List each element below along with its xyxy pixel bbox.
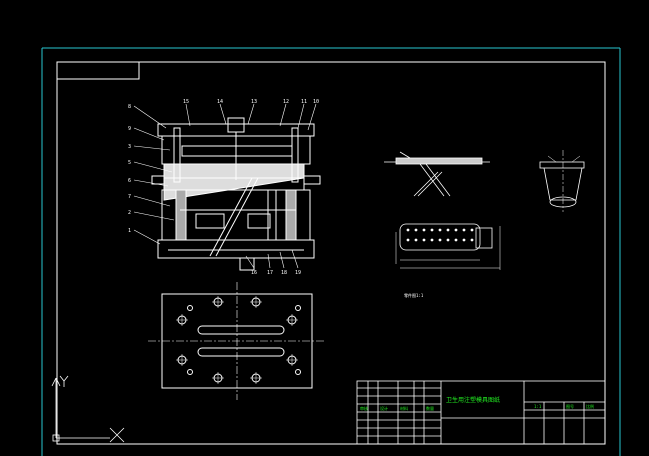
inner-border <box>56 61 606 445</box>
cell-review: 审核 <box>360 405 368 411</box>
balloon-10: 10 <box>313 99 319 105</box>
balloon-18: 18 <box>281 270 287 276</box>
balloon-13: 13 <box>251 99 257 105</box>
cell-scale-value: 1:1 <box>534 404 542 409</box>
cell-material: 材料 <box>400 405 408 411</box>
cell-quantity: 数量 <box>426 405 434 411</box>
title-block[interactable] <box>356 380 606 445</box>
balloon-2: 2 <box>128 210 131 216</box>
outer-frame <box>41 47 621 456</box>
part-plan-view[interactable] <box>395 223 501 270</box>
balloon-9: 9 <box>128 126 131 132</box>
balloon-7: 7 <box>128 194 131 200</box>
balloon-5: 5 <box>128 160 131 166</box>
balloon-16: 16 <box>251 270 257 276</box>
balloon-11: 11 <box>301 99 307 105</box>
balloon-1: 1 <box>128 228 131 234</box>
mold-plan-view[interactable] <box>148 282 326 400</box>
balloon-8: 8 <box>128 104 131 110</box>
balloon-labels-top: 15 14 13 12 11 10 <box>183 99 319 105</box>
balloon-15: 15 <box>183 99 189 105</box>
balloon-17: 17 <box>267 270 273 276</box>
balloon-12: 12 <box>283 99 289 105</box>
balloon-14: 14 <box>217 99 223 105</box>
cell-design: 设计 <box>380 405 388 411</box>
balloon-6: 6 <box>128 178 131 184</box>
cell-scale: 比例 <box>586 403 594 409</box>
title-block-title: 卫生用注塑模具图纸 <box>446 396 500 404</box>
part-detail-view[interactable] <box>384 151 490 197</box>
title-block-cells: 1:1 图号 比例 审核 设计 材料 数量 <box>360 403 594 411</box>
balloon-labels-left: 8 9 3 5 6 7 2 1 <box>128 104 131 234</box>
balloon-19: 19 <box>295 270 301 276</box>
cup-part-view[interactable] <box>539 150 585 212</box>
mold-section-view[interactable] <box>151 117 321 271</box>
leader-lines <box>133 103 317 269</box>
balloon-labels-bottom: 16 17 18 19 <box>251 270 301 276</box>
cell-drawing-no: 图号 <box>566 403 574 409</box>
detail-view-label: 零件图1:1 <box>404 292 424 298</box>
balloon-3: 3 <box>128 144 131 150</box>
ucs-axis-icon <box>51 375 125 443</box>
